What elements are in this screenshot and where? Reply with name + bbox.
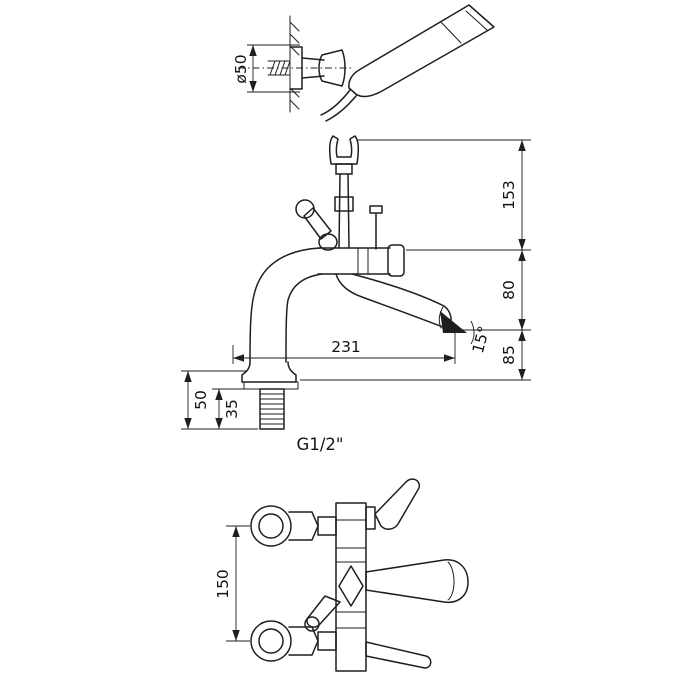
front-top-lever-hub [365,506,376,530]
dim-reach: 231 [232,333,456,364]
front-body [335,502,367,672]
dim-front-centers: 150 [214,525,250,642]
top-union-pipe [317,516,337,536]
side-view: 153 80 85 231 15° 50 35 G1/2" [181,135,531,454]
base-gasket [243,381,299,390]
top-union-flange [250,505,292,547]
front-top-lever [374,478,421,530]
fork-collar [335,163,353,175]
handshower-holder-cup [318,49,346,87]
front-diverter-diamond [338,565,364,607]
dim-label-base-inner-height: 35 [223,399,241,419]
handshower-head [348,4,495,98]
spout [335,273,452,330]
handshower-neck-line [440,21,462,44]
dim-label-detail-diameter: ø50 [232,54,250,83]
dim-label-height-top: 153 [500,180,518,210]
body-end-cap [387,244,405,277]
handshower-face-line [465,10,488,31]
lever-knob [295,199,315,219]
spout-outlet-face [438,306,444,329]
front-bottom-lever [365,641,432,669]
shower-fork [328,135,360,165]
dim-spout-angle: 15° [440,311,493,355]
column-inner-edge [285,273,323,363]
diverter-knob [369,205,383,214]
wall-flange [290,46,303,90]
angle-arc [470,320,475,345]
dim-label-angle: 15° [469,324,494,355]
dim-label-reach: 231 [331,338,361,356]
front-diverter-handle [306,595,341,628]
handshower-wall-detail-view: ø50 [232,4,495,122]
riser-union [334,196,354,212]
base-flange [241,361,297,383]
lever-base [318,233,338,251]
dim-label-base-height: 50 [192,390,210,410]
dim-detail-diameter: ø50 [232,44,300,93]
wall-hatching [289,21,300,110]
bottom-union-pipe [317,631,337,651]
bottom-union-inner [258,628,284,654]
handshower-hose [320,89,357,122]
water-jet-symbol [440,311,467,333]
front-diverter-knob [304,616,320,632]
dim-label-height-bottom: 85 [500,345,518,365]
mixer-body [317,247,391,275]
bottom-union-flange [250,620,292,662]
dim-label-height-mid: 80 [500,280,518,300]
front-spout [365,559,469,604]
top-union-inner [258,513,284,539]
front-view: 150 [214,478,469,672]
column-outer-edge [249,247,321,363]
wall-thread-stud [267,60,291,76]
dim-base-stack: 50 35 [181,370,258,430]
lever-arm [303,207,332,240]
front-spout-end-line [447,561,455,601]
shank-threads [259,393,285,425]
dim-right-stack: 153 80 85 [300,139,531,381]
thread-size-label: G1/2" [297,435,344,454]
top-union-nut [288,511,319,541]
dim-label-front-centers: 150 [214,569,232,599]
